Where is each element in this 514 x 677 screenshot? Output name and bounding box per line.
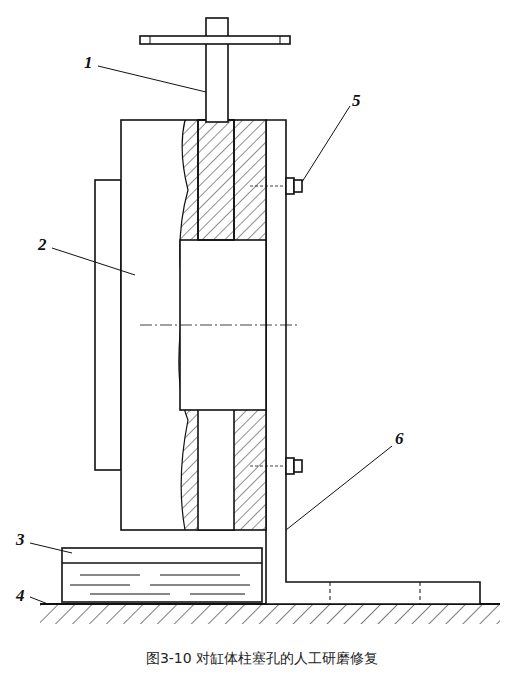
callout-number: 5 bbox=[352, 92, 361, 109]
handle-bar bbox=[140, 36, 290, 44]
bolt bbox=[250, 178, 302, 194]
callout-number: 2 bbox=[38, 236, 47, 253]
oil-tray bbox=[62, 548, 262, 602]
leader-lines bbox=[30, 66, 392, 604]
callout-number: 4 bbox=[16, 587, 25, 604]
rod-upper bbox=[198, 120, 234, 240]
handle-shaft bbox=[206, 18, 228, 122]
tray-lid bbox=[62, 562, 262, 564]
ground-hatch bbox=[40, 604, 500, 624]
angle-bracket bbox=[266, 120, 480, 604]
callout-number: 3 bbox=[16, 531, 25, 548]
center-line bbox=[140, 325, 300, 326]
callout-number: 1 bbox=[84, 54, 93, 71]
callout-number: 6 bbox=[395, 430, 404, 447]
cylinder-flange bbox=[95, 180, 121, 470]
figure-caption: 图3-10 对缸体柱塞孔的人工研磨修复 bbox=[146, 650, 378, 667]
liquid-lines bbox=[70, 575, 250, 594]
bolt bbox=[250, 458, 302, 474]
